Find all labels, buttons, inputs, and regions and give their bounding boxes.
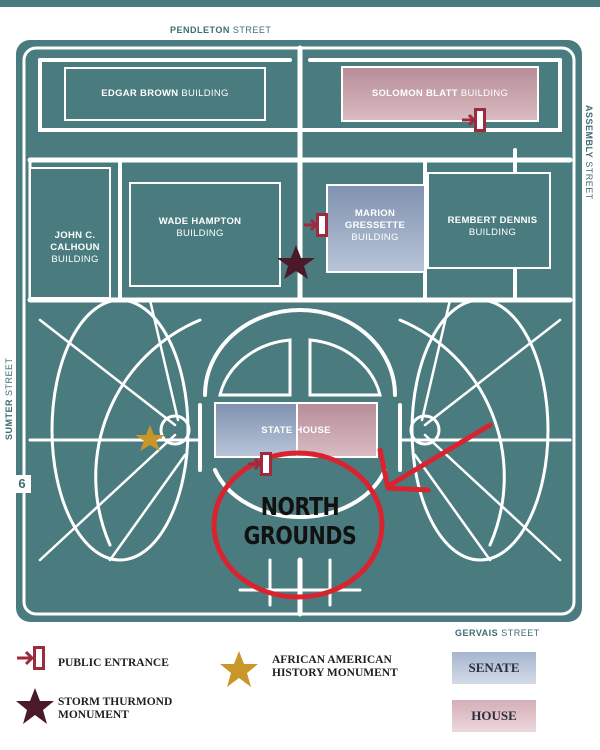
legend-senate-swatch: SENATE [452, 652, 536, 684]
assembly-street-label: ASSEMBLY STREET [584, 105, 594, 200]
storm-thurmond-monument-star-icon [277, 245, 315, 279]
rembert-dennis-building-shape [427, 172, 551, 269]
edgar-brown-label: EDGAR BROWN BUILDING [101, 88, 229, 99]
north-grounds-label: NORTH GROUNDS [243, 492, 357, 550]
legend-storm-thurmond: STORM THURMOND MONUMENT [58, 696, 173, 721]
marion-gressette-building-shape [326, 184, 426, 273]
solomon-blatt-label: SOLOMON BLATT BUILDING [371, 88, 509, 99]
legend-african-american-star-icon [220, 651, 258, 687]
buildings [29, 66, 551, 458]
john-calhoun-building-shape [29, 167, 111, 299]
sumter-street-label: SUMTER STREET [4, 357, 14, 440]
route-number-label: 6 [13, 475, 31, 493]
gervais-street-label: GERVAIS STREET [455, 628, 540, 638]
pointer-arrow [387, 422, 493, 488]
map-entrance-icons [248, 108, 486, 476]
legend-entrance-icon [17, 646, 45, 670]
senate-chamber-shape [214, 402, 298, 458]
map-legend: PUBLIC ENTRANCE STORM THURMOND MONUMENT … [0, 640, 600, 750]
north-grounds-highlight [211, 422, 493, 600]
top-bar [0, 0, 600, 7]
pointer-arrow-head [377, 447, 431, 493]
legend-house-swatch: HOUSE [452, 700, 536, 732]
legend-african-american: AFRICAN AMERICAN HISTORY MONUMENT [272, 654, 398, 679]
capitol-grounds-map [0, 0, 600, 622]
legend-public-entrance: PUBLIC ENTRANCE [58, 657, 169, 669]
solomon-blatt-building-shape [341, 66, 539, 122]
entrance-icon [462, 108, 486, 132]
african-american-monument-star-icon [135, 425, 165, 451]
edgar-brown-building-shape [64, 67, 266, 121]
north-grounds-circle [211, 450, 385, 600]
state-house-lawns [218, 338, 382, 397]
house-chamber-shape [296, 402, 378, 458]
entrance-icon [248, 452, 272, 476]
legend-storm-thurmond-star-icon [16, 688, 54, 724]
wade-hampton-building-shape [129, 182, 281, 287]
entrance-icon [304, 213, 328, 237]
pendleton-street-label: PENDLETON STREET [170, 25, 272, 35]
state-house-label: STATE HOUSE [261, 425, 331, 436]
